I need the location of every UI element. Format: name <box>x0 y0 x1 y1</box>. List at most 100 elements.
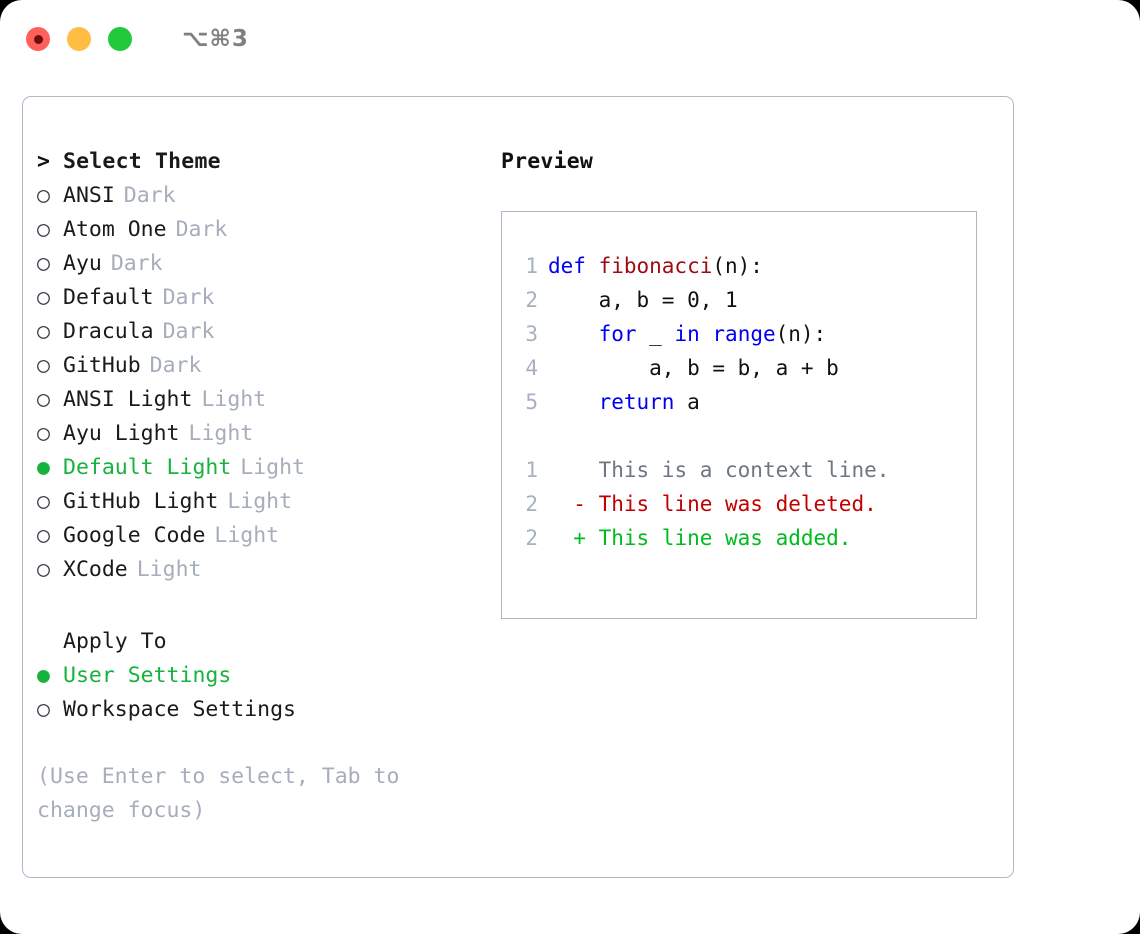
apply-to-list-item-label: User Settings <box>63 663 232 688</box>
theme-list-item[interactable]: ● Default Light Light <box>37 455 487 489</box>
window-titlebar: ⌥⌘3 <box>0 0 1140 78</box>
code-line-number: 2 <box>525 288 538 312</box>
preview-title: Preview <box>501 149 594 174</box>
theme-list-item[interactable]: ○ GitHub Dark <box>37 353 487 387</box>
code-token-kw: in <box>674 322 700 346</box>
radio-unselected-icon: ○ <box>37 523 50 548</box>
code-line-number: 3 <box>525 322 538 346</box>
code-line-number: 1 <box>525 254 538 278</box>
radio-unselected-icon: ○ <box>37 489 50 514</box>
code-line-number: 5 <box>525 390 538 414</box>
maximize-button[interactable] <box>108 27 132 51</box>
code-line: 4 a, b = b, a + b <box>502 356 976 390</box>
apply-to-title: Apply To <box>63 629 167 654</box>
radio-unselected-icon: ○ <box>37 697 50 722</box>
diff-sample: 1 This is a context line.2 - This line w… <box>502 458 976 560</box>
radio-unselected-icon: ○ <box>37 353 50 378</box>
code-token-plain <box>548 322 599 346</box>
theme-list-item-tag: Dark <box>110 251 163 276</box>
theme-list-item-label: XCode <box>63 557 128 582</box>
apply-to-list-item[interactable]: ●User Settings <box>37 663 487 697</box>
radio-selected-icon: ● <box>37 455 50 480</box>
code-token-plain: a, b = 0, 1 <box>548 288 738 312</box>
theme-list-item-tag: Dark <box>175 217 228 242</box>
diff-marker <box>548 458 586 482</box>
apply-to-list-item[interactable]: ○ Workspace Settings <box>37 697 487 731</box>
code-token-plain: a, b = b, a + b <box>548 356 839 380</box>
diff-line: 1 This is a context line. <box>502 458 976 492</box>
code-line: 1 def fibonacci(n): <box>502 254 976 288</box>
theme-list-item[interactable]: ○ ANSI Light Light <box>37 387 487 421</box>
theme-list-item-label: Atom One <box>63 217 167 242</box>
diff-line: 2 - This line was deleted. <box>502 492 976 526</box>
radio-unselected-icon: ○ <box>37 285 50 310</box>
diff-line-number: 1 <box>525 458 538 482</box>
apply-to-list: ●User Settings○ Workspace Settings <box>37 663 487 731</box>
theme-list-item-tag: Dark <box>162 285 215 310</box>
code-token-kw: for <box>598 322 637 346</box>
code-line-text: return a <box>548 390 700 414</box>
close-button[interactable] <box>26 27 50 51</box>
theme-panel-title: Select Theme <box>63 149 221 174</box>
theme-list-item-label: Ayu Light <box>63 421 180 446</box>
code-token-fn: fibonacci <box>598 254 713 278</box>
theme-list-item-tag: Dark <box>162 319 215 344</box>
theme-list-item-tag: Dark <box>149 353 202 378</box>
radio-unselected-icon: ○ <box>37 387 50 412</box>
theme-list-item-label: Ayu <box>63 251 102 276</box>
diff-line-text: This line was added. <box>585 526 852 550</box>
theme-list-item-tag: Light <box>227 489 293 514</box>
theme-list-item-tag: Light <box>214 523 280 548</box>
code-token-plain: (n): <box>712 254 763 278</box>
code-line-text: a, b = b, a + b <box>548 356 839 380</box>
radio-unselected-icon: ○ <box>37 421 50 446</box>
theme-list-item-tag: Light <box>188 421 254 446</box>
theme-list-item-label: GitHub <box>63 353 141 378</box>
minimize-button[interactable] <box>67 27 91 51</box>
keyboard-shortcut-label: ⌥⌘3 <box>182 26 249 52</box>
theme-list-item-tag: Light <box>240 455 306 480</box>
code-token-kw: def <box>548 254 599 278</box>
code-token-plain: a <box>674 390 700 414</box>
code-token-plain: (n): <box>775 322 827 346</box>
theme-list-item-label: Dracula <box>63 319 154 344</box>
code-line-number: 4 <box>525 356 538 380</box>
code-token-plain: _ <box>636 322 675 346</box>
keyboard-hint-text: (Use Enter to select, Tab to change focu… <box>37 764 400 823</box>
code-line-text: def fibonacci(n): <box>548 254 763 278</box>
theme-list-item[interactable]: ○ Dracula Dark <box>37 319 487 353</box>
code-token-kw: return <box>598 390 675 414</box>
radio-unselected-icon: ○ <box>37 319 50 344</box>
theme-list-item-label: ANSI Light <box>63 387 193 412</box>
theme-list-item-label: ANSI <box>63 183 115 208</box>
code-token-kw: range <box>712 322 776 346</box>
radio-unselected-icon: ○ <box>37 183 50 208</box>
code-token-plain <box>700 322 713 346</box>
code-token-plain <box>548 390 599 414</box>
diff-line-text: This line was deleted. <box>585 492 877 516</box>
apply-to-list-item-label: Workspace Settings <box>63 697 296 722</box>
theme-list-item-label: Default Light <box>63 455 232 480</box>
code-line: 3 for _ in range(n): <box>502 322 976 356</box>
prompt-caret-icon: > <box>37 149 51 174</box>
theme-list-item-tag: Light <box>201 387 267 412</box>
theme-list-item[interactable]: ○ Ayu Light Light <box>37 421 487 455</box>
theme-list-item[interactable]: ○ Ayu Dark <box>37 251 487 285</box>
diff-line-number: 2 <box>525 526 538 550</box>
code-line-text: for _ in range(n): <box>548 322 827 346</box>
radio-unselected-icon: ○ <box>37 251 50 276</box>
traffic-light-group <box>26 27 132 51</box>
diff-line-number: 2 <box>525 492 538 516</box>
